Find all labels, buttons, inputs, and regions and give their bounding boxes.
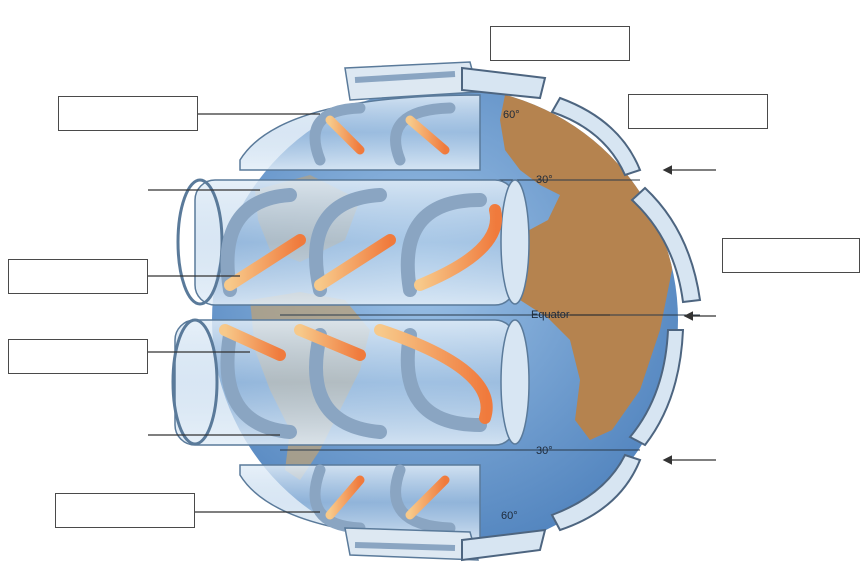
label-south-30: 30° xyxy=(536,445,553,457)
right-wind-arrows xyxy=(662,165,716,465)
label-south-60: 60° xyxy=(501,510,518,522)
hadley-cell-north xyxy=(176,178,530,306)
blank-label-box-7[interactable] xyxy=(55,493,195,528)
blank-label-box-6[interactable] xyxy=(8,339,148,374)
left-leader-lines xyxy=(148,113,610,513)
polar-cell-north xyxy=(344,61,479,101)
label-north-30: 30° xyxy=(536,174,553,186)
vertical-circulation-loops xyxy=(461,66,702,562)
polar-cell-south xyxy=(344,527,480,561)
label-equator: Equator xyxy=(531,309,570,321)
blank-label-box-1[interactable] xyxy=(490,26,630,61)
ferrel-cell-south xyxy=(239,464,481,541)
ferrel-cell-north xyxy=(239,94,481,171)
blank-label-box-5[interactable] xyxy=(8,259,148,294)
blank-label-box-4[interactable] xyxy=(722,238,860,273)
label-north-60: 60° xyxy=(503,109,520,121)
hadley-cell-south xyxy=(171,318,530,446)
blank-label-box-3[interactable] xyxy=(628,94,768,129)
blank-label-box-2[interactable] xyxy=(58,96,198,131)
